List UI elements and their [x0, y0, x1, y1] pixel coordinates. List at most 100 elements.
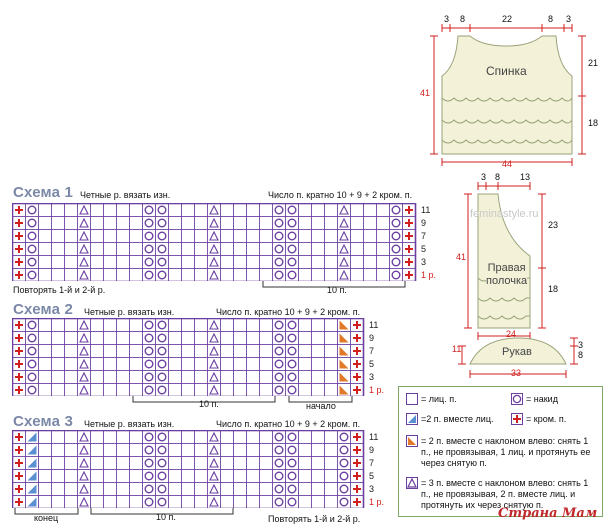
- edge-stitch: [12, 229, 26, 243]
- yarn-over: [142, 268, 156, 281]
- chart-cell: [298, 318, 312, 332]
- chart-cell: [324, 242, 338, 256]
- sk2p-stitch: [207, 383, 221, 396]
- chart-cell: [324, 482, 338, 496]
- yarn-over: [337, 456, 351, 470]
- chart-cell: [324, 344, 338, 358]
- yarn-over: [25, 370, 39, 384]
- chart-cell: [51, 318, 65, 332]
- chart-cell: [51, 495, 65, 508]
- scheme-2-row-labels: 11 9 7 5 3 1 р.: [369, 320, 384, 398]
- back-piece: [441, 35, 573, 155]
- chart-cell: [90, 318, 104, 332]
- chart-cell: [116, 318, 130, 332]
- row-label: 1 р.: [369, 385, 385, 395]
- chart-cell: [246, 229, 260, 243]
- scheme-3-end-label: конец: [34, 513, 59, 523]
- yarn-over: [155, 255, 169, 269]
- yarn-over: [155, 430, 169, 444]
- yarn-over: [272, 268, 286, 281]
- sk2p-stitch: [207, 495, 221, 508]
- chart-cell: [181, 469, 195, 483]
- sk2p-stitch: [77, 495, 91, 508]
- yarn-over: [142, 443, 156, 457]
- chart-cell: [311, 216, 325, 230]
- yarn-over: [155, 443, 169, 457]
- yarn-over: [272, 469, 286, 483]
- chart-cell: [103, 370, 117, 384]
- chart-cell: [116, 229, 130, 243]
- chart-cell: [298, 443, 312, 457]
- chart-cell: [194, 482, 208, 496]
- sk2p-stitch: [77, 430, 91, 444]
- row-label: 5: [369, 471, 375, 481]
- yarn-over: [285, 383, 299, 396]
- scheme-3-end-bracket: [14, 508, 79, 515]
- chart-cell: [90, 203, 104, 217]
- chart-cell: [220, 383, 234, 396]
- row-label: 1 р.: [421, 270, 437, 280]
- ssk-stitch: [337, 370, 351, 384]
- edge-stitch: [12, 331, 26, 345]
- edge-stitch: [12, 242, 26, 256]
- chart-cell: [363, 242, 377, 256]
- sk2p-stitch: [207, 216, 221, 230]
- sk2p-stitch: [77, 383, 91, 396]
- chart-cell: [116, 482, 130, 496]
- edge-stitch: [350, 370, 364, 384]
- knit-symbol-icon: [406, 393, 418, 405]
- scheme-3-chart: [12, 430, 365, 508]
- chart-cell: [38, 495, 52, 508]
- row-label: 11: [369, 432, 379, 442]
- chart-cell: [181, 268, 195, 281]
- chart-cell: [324, 268, 338, 281]
- scheme-1-repeat-bracket: [262, 281, 406, 288]
- row-label: 3: [369, 484, 375, 494]
- yarn-over: [142, 255, 156, 269]
- chart-border: [12, 318, 365, 396]
- yarn-over: [285, 469, 299, 483]
- ssk-icon: [406, 435, 418, 447]
- k2tog-stitch: [25, 456, 39, 470]
- chart-cell: [298, 495, 312, 508]
- sk2p-stitch: [207, 344, 221, 358]
- sk2p-stitch: [337, 242, 351, 256]
- chart-cell: [220, 430, 234, 444]
- chart-cell: [350, 268, 364, 281]
- chart-cell: [194, 383, 208, 396]
- chart-cell: [233, 370, 247, 384]
- chart-cell: [168, 370, 182, 384]
- chart-cell: [51, 242, 65, 256]
- chart-cell: [64, 495, 78, 508]
- k2tog-stitch: [25, 430, 39, 444]
- chart-cell: [64, 318, 78, 332]
- yarn-over: [142, 203, 156, 217]
- chart-cell: [324, 357, 338, 371]
- chart-cell: [233, 242, 247, 256]
- chart-cell: [194, 344, 208, 358]
- chart-cell: [298, 229, 312, 243]
- yarn-over: [272, 383, 286, 396]
- yarn-over: [142, 216, 156, 230]
- yarn-over: [142, 456, 156, 470]
- scheme-3-repeat-label: 10 п.: [156, 512, 176, 522]
- chart-cell: [64, 357, 78, 371]
- chart-cell: [233, 469, 247, 483]
- chart-cell: [194, 216, 208, 230]
- chart-cell: [259, 456, 273, 470]
- yarn-over: [142, 370, 156, 384]
- yarn-over: [285, 456, 299, 470]
- yarn-over: [285, 495, 299, 508]
- chart-cell: [324, 229, 338, 243]
- chart-cell: [220, 495, 234, 508]
- chart-cell: [298, 430, 312, 444]
- chart-cell: [259, 318, 273, 332]
- chart-cell: [324, 383, 338, 396]
- chart-cell: [116, 344, 130, 358]
- back-dim-bottom: 44: [502, 159, 513, 169]
- chart-cell: [246, 216, 260, 230]
- chart-cell: [181, 229, 195, 243]
- chart-cell: [168, 344, 182, 358]
- yarn-over: [25, 255, 39, 269]
- chart-cell: [168, 357, 182, 371]
